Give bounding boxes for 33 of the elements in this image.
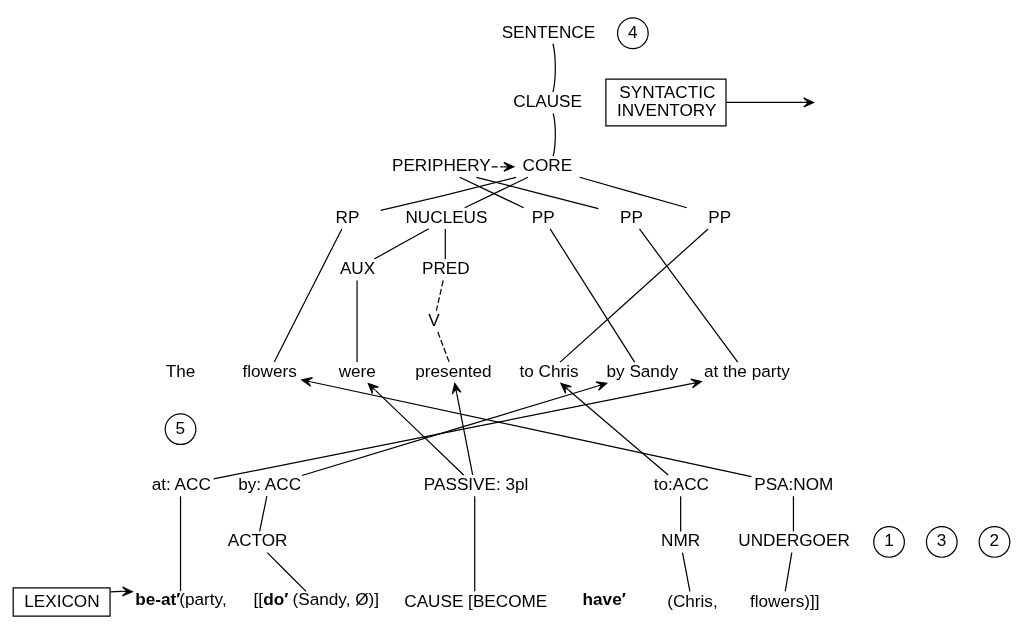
node-text: [[do′ (Sandy, Ø)] <box>253 588 380 609</box>
node-text: PERIPHERY <box>391 154 491 175</box>
node-text: flowers)]] <box>749 590 820 611</box>
node-text: be-at′(party, <box>135 588 227 609</box>
node-text: SENTENCE <box>501 21 596 42</box>
node-text: PRED <box>422 257 470 278</box>
node-text: CORE <box>522 154 573 175</box>
node-text: have′ <box>582 588 626 609</box>
node-text: PP <box>619 206 643 227</box>
node-text: PSA:NOM <box>754 473 834 494</box>
node-text: The <box>165 360 196 381</box>
node-text: NUCLEUS <box>405 206 488 227</box>
node-text: UNDERGOER <box>738 529 850 550</box>
node-text: to Chris <box>519 360 579 381</box>
node-text: by Sandy <box>606 360 679 381</box>
node-text: flowers <box>242 360 297 381</box>
node-text: (Chris, <box>667 590 718 611</box>
node-text: AUX <box>339 257 376 278</box>
node-text: presented <box>415 360 492 381</box>
node-text: CLAUSE <box>513 90 582 111</box>
node-text: by: ACC <box>238 473 302 494</box>
node-text: V <box>428 309 440 330</box>
node-text: PP <box>708 206 732 227</box>
node-text: were <box>338 360 376 381</box>
node-text: PP <box>531 206 555 227</box>
node-text: ACTOR <box>227 529 288 550</box>
node-text: NMR <box>661 529 701 550</box>
node-text: PASSIVE: 3pl <box>423 473 529 494</box>
node-text: RP <box>335 206 360 227</box>
node-text: to:ACC <box>653 473 710 494</box>
node-text: at: ACC <box>151 473 211 494</box>
node-text: at the party <box>703 360 790 381</box>
node-text: CAUSE [BECOME <box>404 590 548 611</box>
